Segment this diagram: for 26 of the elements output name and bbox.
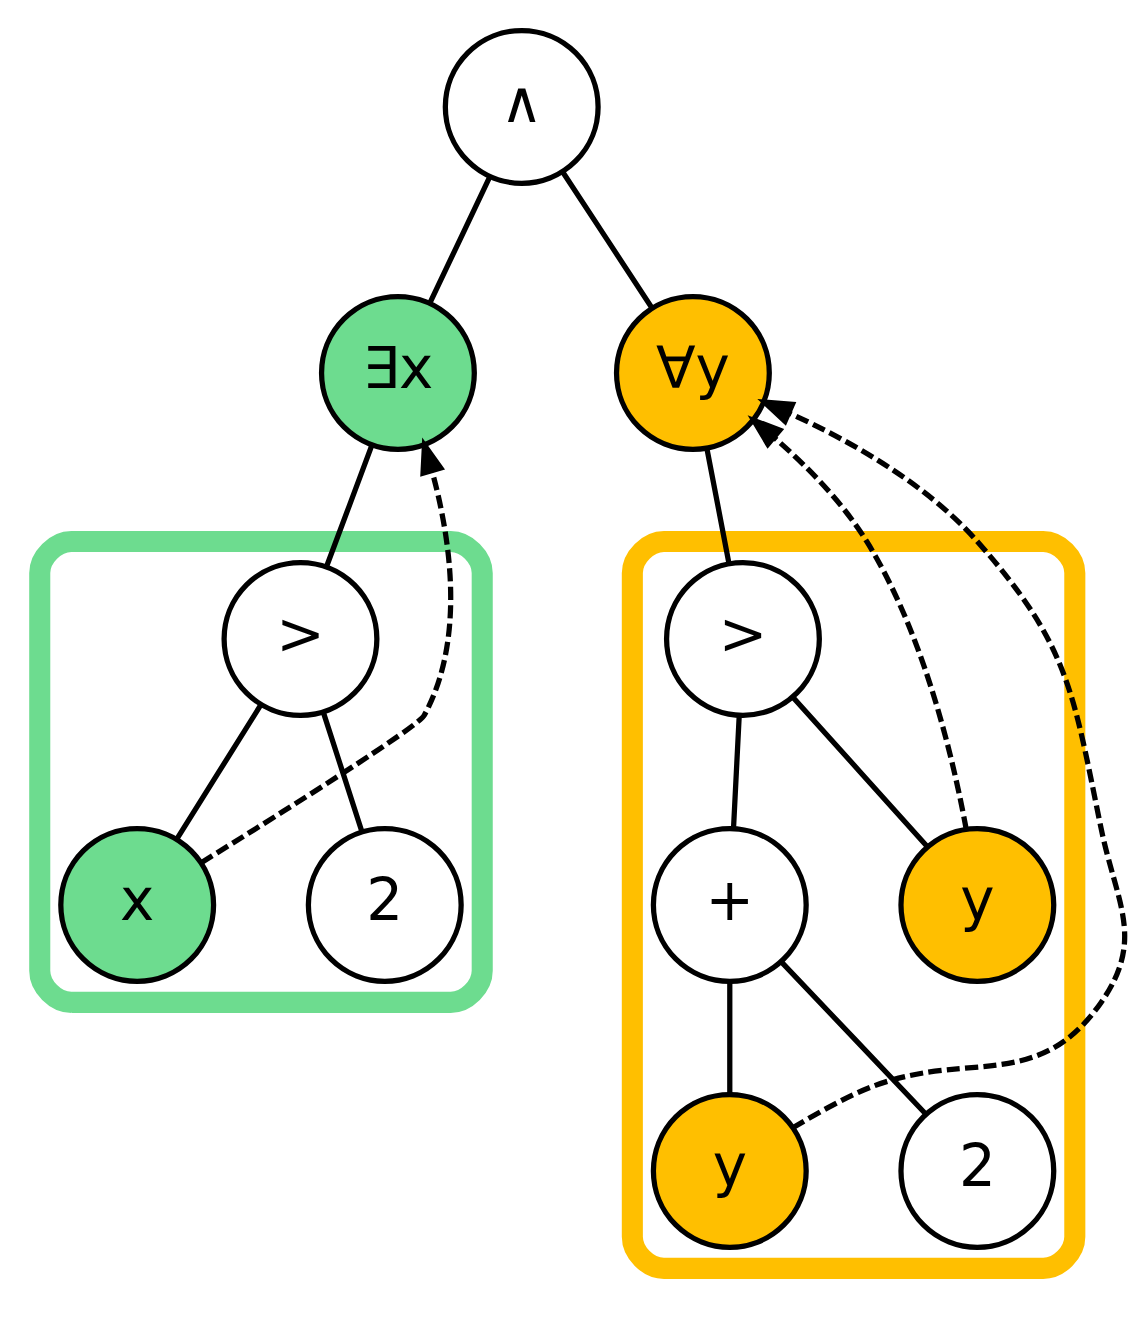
node-circle: 2: [898, 1091, 1057, 1250]
connector: [324, 444, 375, 568]
arrow: [747, 415, 969, 830]
node-circle: >: [221, 559, 380, 718]
connector: [727, 981, 733, 1095]
connector: [779, 959, 928, 1116]
connector: [320, 711, 365, 833]
connector: [791, 696, 930, 849]
node-circle: ∃x: [318, 293, 477, 452]
cluster: [29, 530, 493, 1013]
cluster: [621, 530, 1086, 1279]
node-circle: y: [898, 825, 1057, 984]
node-circle: >: [663, 559, 822, 718]
arrow: [199, 437, 454, 865]
node-circle: 2: [305, 825, 464, 984]
connector: [427, 175, 493, 305]
connector: [560, 170, 654, 309]
arrow: [757, 399, 1128, 1131]
connector: [704, 447, 732, 564]
connector: [730, 715, 742, 829]
node-circle: +: [650, 825, 809, 984]
node-circle: y: [650, 1091, 809, 1250]
connector: [174, 703, 264, 841]
node-circle: ∀y: [613, 293, 772, 452]
node-circle: ∧: [442, 27, 601, 186]
node-circle: x: [58, 825, 217, 984]
